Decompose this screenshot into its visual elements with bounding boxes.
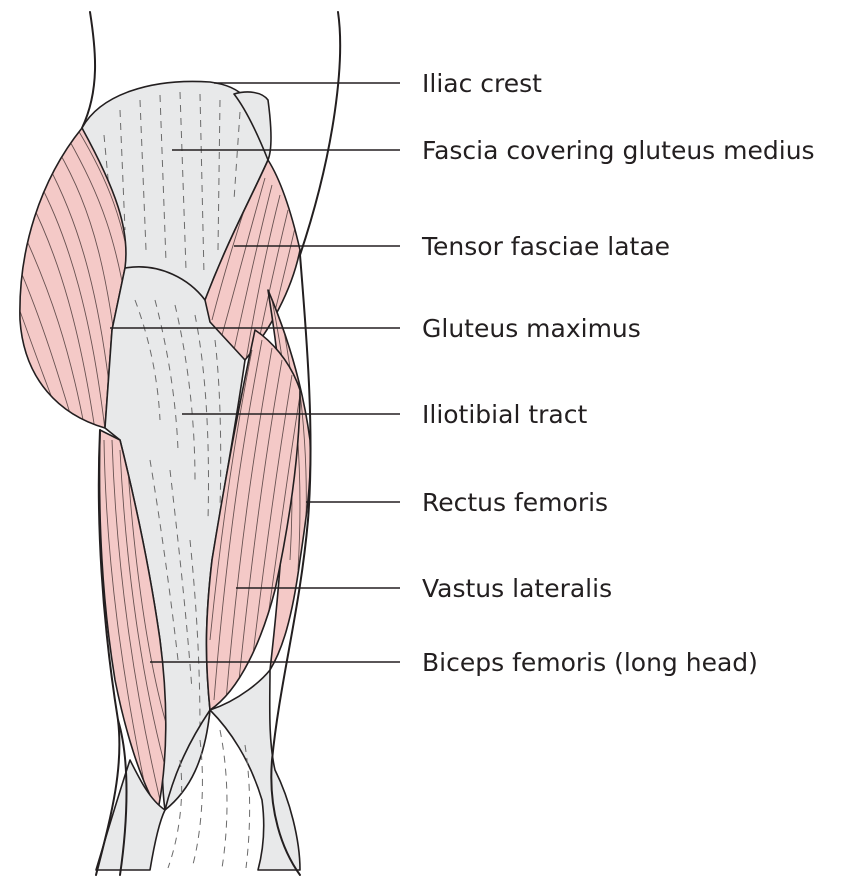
label-iliac-crest: Iliac crest xyxy=(422,69,542,98)
label-vastus-lateralis: Vastus lateralis xyxy=(422,574,612,603)
thigh-outline-front xyxy=(270,254,312,876)
iliac-crest-band xyxy=(233,91,272,161)
label-rectus-femoris: Rectus femoris xyxy=(422,488,608,517)
knee-region xyxy=(95,669,301,871)
leader-lines xyxy=(110,82,400,663)
knee-region-texture xyxy=(167,729,251,869)
label-gluteus-maximus: Gluteus maximus xyxy=(422,314,641,343)
torso-outline-right xyxy=(299,11,342,256)
torso-outline-left xyxy=(81,11,97,129)
label-iliotibial-tract: Iliotibial tract xyxy=(422,400,587,429)
thigh-outline-back xyxy=(95,429,121,876)
vastus-lateralis-fibers xyxy=(209,339,300,701)
label-fascia-gluteus-medius: Fascia covering gluteus medius xyxy=(422,136,815,165)
label-biceps-femoris: Biceps femoris (long head) xyxy=(422,648,758,677)
calf-outline-back xyxy=(117,719,128,876)
label-tensor-fasciae-latae: Tensor fasciae latae xyxy=(421,232,670,261)
labels: Iliac crest Fascia covering gluteus medi… xyxy=(421,69,815,677)
biceps-femoris-fibers xyxy=(103,439,166,810)
iliotibial-tract-texture xyxy=(134,299,222,731)
